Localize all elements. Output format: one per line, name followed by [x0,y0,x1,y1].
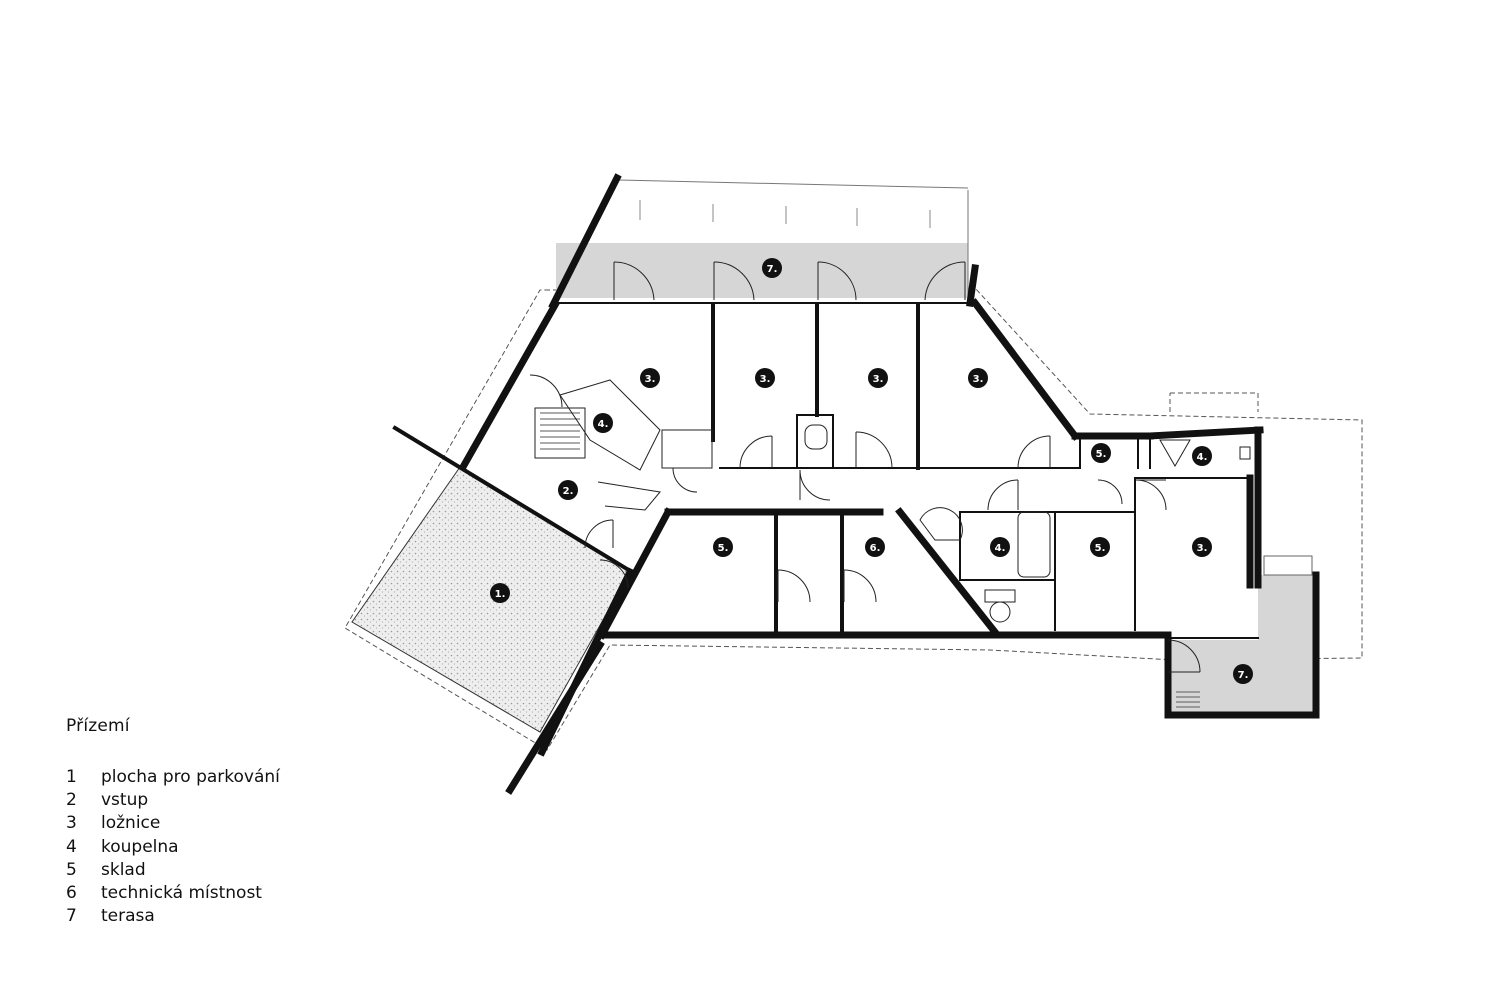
legend-item: 3 ložnice [66,812,280,835]
label-parking: 1. [490,583,510,603]
legend-title: Přízemí [66,716,130,736]
legend-item: 5 sklad [66,859,280,882]
svg-text:5.: 5. [1096,449,1107,460]
terrace-south [1168,555,1316,715]
legend-label: koupelna [101,836,179,857]
label-technical-room: 6. [865,537,885,557]
label-bedroom-1: 3. [640,368,660,388]
label-entrance: 2. [558,480,578,500]
label-bedroom-5: 3. [1192,537,1212,557]
svg-text:1.: 1. [495,589,506,600]
legend-label: plocha pro parkování [101,767,280,787]
legend-number: 3 [66,813,77,834]
label-bathroom-stair: 4. [593,413,613,433]
svg-text:3.: 3. [760,374,771,385]
legend-list: 1 plocha pro parkování 2 vstup 3 ložnice 4 k… [66,766,280,928]
legend-number: 5 [66,859,77,880]
legend-label: terasa [101,906,155,927]
walls [392,173,1320,795]
svg-text:6.: 6. [870,543,881,554]
svg-text:7.: 7. [767,264,778,275]
roof-outline [344,287,1363,751]
legend: Přízemí 1 plocha pro parkování 2 vstup 3 lo… [66,716,280,928]
legend-label: vstup [101,790,149,811]
svg-text:5.: 5. [718,543,729,554]
svg-text:3.: 3. [873,374,884,385]
svg-text:4.: 4. [1197,452,1208,463]
legend-item: 6 technická místnost [66,882,280,905]
parking-area [351,466,631,733]
legend-number: 4 [66,836,77,857]
svg-text:3.: 3. [645,374,656,385]
label-storage-south-1: 5. [713,537,733,557]
svg-text:2.: 2. [563,486,574,497]
legend-item: 7 terasa [66,905,280,928]
interior-details [534,379,1251,623]
legend-number: 2 [66,790,77,811]
room-labels: 7. 3. 3. 3. 3. 4. 2. 5. 4. 1. 5. 6. 4. 5… [490,258,1253,684]
legend-item: 1 plocha pro parkování [66,766,280,789]
label-storage-east-small: 5. [1091,443,1111,463]
legend-item: 2 vstup [66,789,280,812]
label-bathroom-south: 4. [990,537,1010,557]
legend-number: 6 [66,883,77,904]
terrace-north [556,179,969,301]
label-storage-south-2: 5. [1090,537,1110,557]
svg-text:4.: 4. [995,543,1006,554]
svg-text:3.: 3. [973,374,984,385]
legend-number: 1 [66,767,77,787]
svg-text:3.: 3. [1197,543,1208,554]
svg-text:4.: 4. [598,419,609,430]
svg-text:7.: 7. [1238,670,1249,681]
legend-number: 7 [66,906,77,927]
label-bathroom-east: 4. [1192,446,1212,466]
legend-item: 4 koupelna [66,836,280,859]
legend-label: ložnice [101,813,161,834]
legend-label: technická místnost [101,883,262,904]
label-bedroom-3: 3. [868,368,888,388]
label-terrace-south: 7. [1233,664,1253,684]
label-bedroom-4: 3. [968,368,988,388]
label-terrace-north: 7. [762,258,782,278]
legend-label: sklad [101,859,146,880]
label-bedroom-2: 3. [755,368,775,388]
svg-text:5.: 5. [1095,543,1106,554]
door-swings [529,374,1201,673]
